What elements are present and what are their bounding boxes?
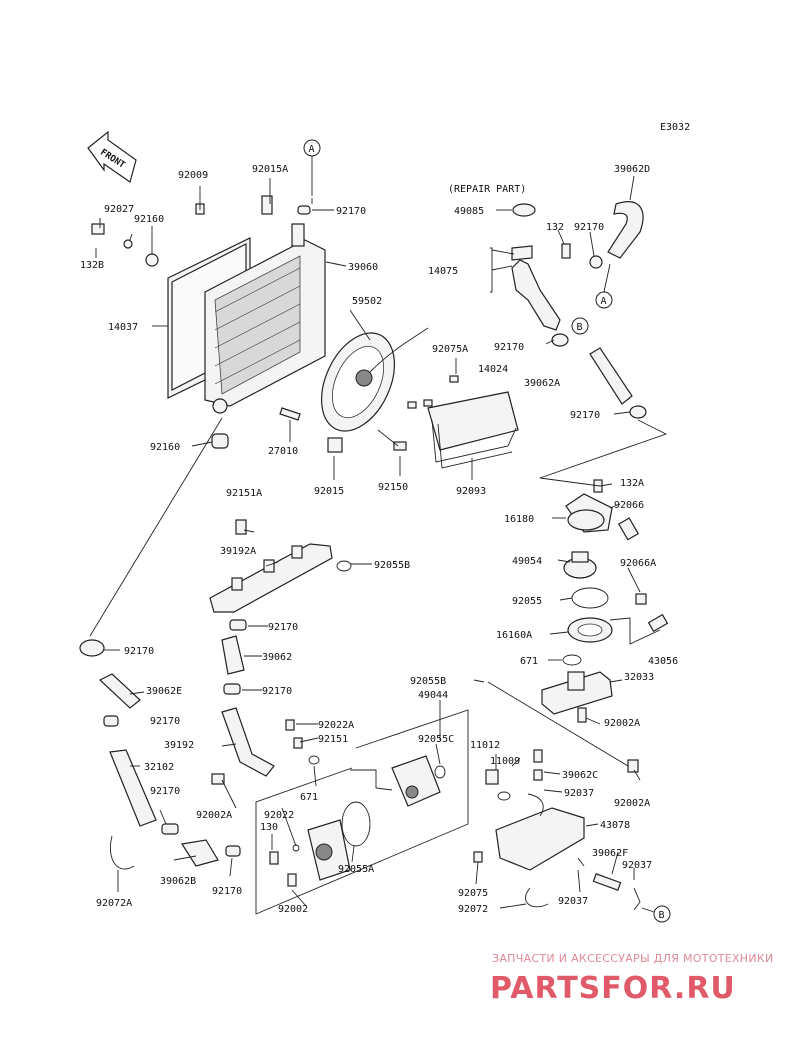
part-label-39192: 39192 <box>164 740 194 751</box>
part-label-92037: 92037 <box>564 788 594 799</box>
part-label-92066: 92066 <box>614 500 644 511</box>
part-label-92055b: 92055B <box>374 560 410 571</box>
callout-b-bottom: B <box>641 905 671 923</box>
part-label-92170: 92170 <box>212 886 242 897</box>
repair-note: (REPAIR PART) <box>448 184 526 195</box>
part-label-92093: 92093 <box>456 486 486 497</box>
watermark-logo: PARTSFOR.RU <box>490 971 736 1006</box>
water-pump-group <box>255 709 469 915</box>
part-label-49054: 49054 <box>512 556 542 567</box>
callout-a-top: A <box>303 139 321 196</box>
part-label-92170: 92170 <box>494 342 524 353</box>
part-label-92066a: 92066A <box>620 558 656 569</box>
part-label-92151a: 92151A <box>226 488 262 499</box>
part-label-39062f: 39062F <box>592 848 628 859</box>
part-label-92002: 92002 <box>278 904 308 915</box>
part-label-671: 671 <box>300 792 318 803</box>
part-label-132: 132 <box>546 222 564 233</box>
part-label-39062: 39062 <box>262 652 292 663</box>
part-label-14075: 14075 <box>428 266 458 277</box>
part-label-92170: 92170 <box>150 786 180 797</box>
part-label-92160: 92160 <box>134 214 164 225</box>
part-label-92072: 92072 <box>458 904 488 915</box>
part-label-59502: 59502 <box>352 296 382 307</box>
part-label-92170: 92170 <box>570 410 600 421</box>
hose-39062a <box>589 347 633 405</box>
part-label-92075a: 92075A <box>432 344 468 355</box>
part-label-32033: 32033 <box>624 672 654 683</box>
part-label-49085: 49085 <box>454 206 484 217</box>
part-label-92022a: 92022A <box>318 720 354 731</box>
part-label-49044: 49044 <box>418 690 448 701</box>
part-label-43078: 43078 <box>600 820 630 831</box>
part-label-27010: 27010 <box>268 446 298 457</box>
part-label-92170: 92170 <box>124 646 154 657</box>
part-label-92055a: 92055A <box>338 864 374 875</box>
part-label-92055: 92055 <box>512 596 542 607</box>
part-label-39192a: 39192A <box>220 546 256 557</box>
lower-left-hoses <box>79 619 320 870</box>
part-label-39062e: 39062E <box>146 686 182 697</box>
part-label-92075: 92075 <box>458 888 488 899</box>
svg-text:A: A <box>309 144 315 155</box>
pipe-39192a <box>209 519 352 613</box>
part-label-132b: 132B <box>80 260 104 271</box>
part-label-92027: 92027 <box>104 204 134 215</box>
part-label-92170: 92170 <box>336 206 366 217</box>
part-label-39062c: 39062C <box>562 770 598 781</box>
diagram-code: E3032 <box>660 122 690 133</box>
part-label-130: 130 <box>260 822 278 833</box>
part-label-39062d: 39062D <box>614 164 650 175</box>
part-label-92170: 92170 <box>574 222 604 233</box>
reserve-tank <box>407 375 519 469</box>
svg-text:B: B <box>577 322 583 333</box>
part-label-92151: 92151 <box>318 734 348 745</box>
part-label-92009: 92009 <box>178 170 208 181</box>
part-label-92022: 92022 <box>264 810 294 821</box>
part-label-32102: 32102 <box>144 762 174 773</box>
part-label-14024: 14024 <box>478 364 508 375</box>
svg-text:B: B <box>659 910 665 921</box>
part-label-92037: 92037 <box>622 860 652 871</box>
part-label-671: 671 <box>520 656 538 667</box>
part-label-132a: 132A <box>620 478 644 489</box>
callout-b-top: B <box>571 317 589 335</box>
filler-neck <box>511 201 644 347</box>
callout-a-right: A <box>595 263 613 309</box>
part-label-92015: 92015 <box>314 486 344 497</box>
part-label-39062b: 39062B <box>160 876 196 887</box>
part-label-92037: 92037 <box>558 896 588 907</box>
part-label-92002a: 92002A <box>196 810 232 821</box>
part-label-11009: 11009 <box>490 756 520 767</box>
part-label-92170: 92170 <box>268 622 298 633</box>
svg-text:A: A <box>601 296 607 307</box>
leader-lines <box>89 175 668 909</box>
radiator-assembly <box>91 195 326 449</box>
part-label-16160a: 16160A <box>496 630 532 641</box>
part-label-92002a: 92002A <box>604 718 640 729</box>
part-label-92002a: 92002A <box>614 798 650 809</box>
part-label-11012: 11012 <box>470 740 500 751</box>
part-label-14037: 14037 <box>108 322 138 333</box>
part-label-92072a: 92072A <box>96 898 132 909</box>
cooler-43078 <box>473 749 641 911</box>
part-label-43056: 43056 <box>648 656 678 667</box>
part-label-92170: 92170 <box>150 716 180 727</box>
watermark-tagline: ЗАПЧАСТИ И АКСЕССУАРЫ ДЛЯ МОТОТЕХНИКИ <box>492 952 774 965</box>
part-label-39060: 39060 <box>348 262 378 273</box>
part-label-92150: 92150 <box>378 482 408 493</box>
part-label-92160: 92160 <box>150 442 180 453</box>
part-label-16180: 16180 <box>504 514 534 525</box>
thermostat-housing <box>541 479 669 773</box>
fan-assembly <box>321 327 429 453</box>
part-label-92015a: 92015A <box>252 164 288 175</box>
front-arrow-icon: FRONT <box>87 130 137 183</box>
part-label-92055c: 92055C <box>418 734 454 745</box>
part-label-92055b: 92055B <box>410 676 446 687</box>
part-label-39062a: 39062A <box>524 378 560 389</box>
part-label-92170: 92170 <box>262 686 292 697</box>
